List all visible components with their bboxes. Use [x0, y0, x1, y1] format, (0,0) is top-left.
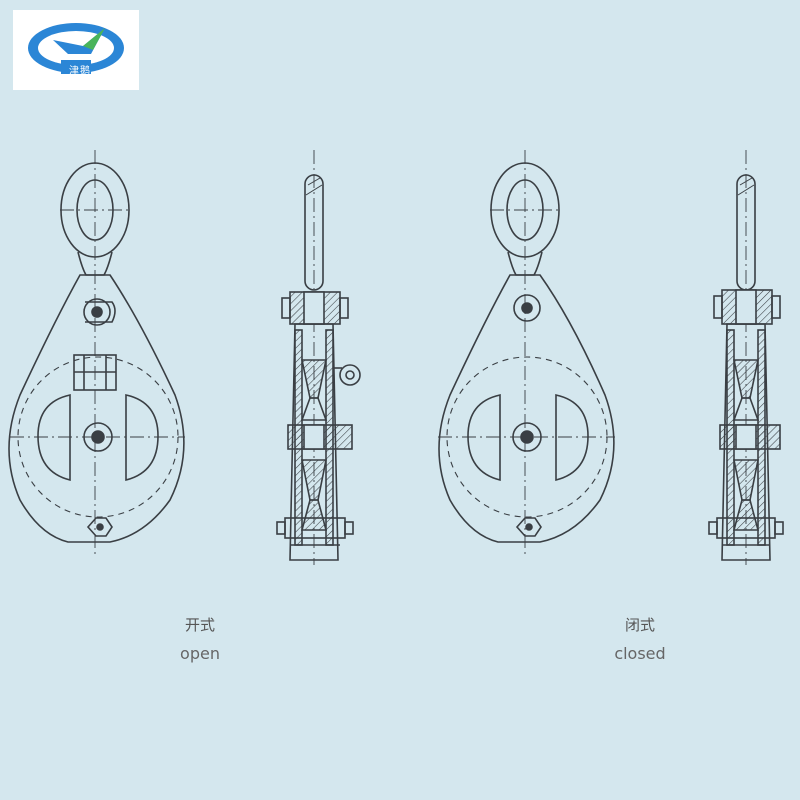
open-label-en: open [180, 644, 220, 663]
open-side-view [276, 150, 361, 565]
logo-icon [28, 23, 124, 74]
brand-logo: 津鹅 [13, 10, 139, 90]
logo-brand-text: 津鹅 [69, 66, 91, 77]
open-front-view [8, 150, 185, 555]
closed-label-en: closed [614, 644, 666, 663]
closed-side-view [708, 150, 784, 565]
open-label-cn: 开式 [184, 616, 215, 634]
closed-front-view [438, 150, 615, 555]
closed-label-cn: 闭式 [624, 616, 655, 634]
